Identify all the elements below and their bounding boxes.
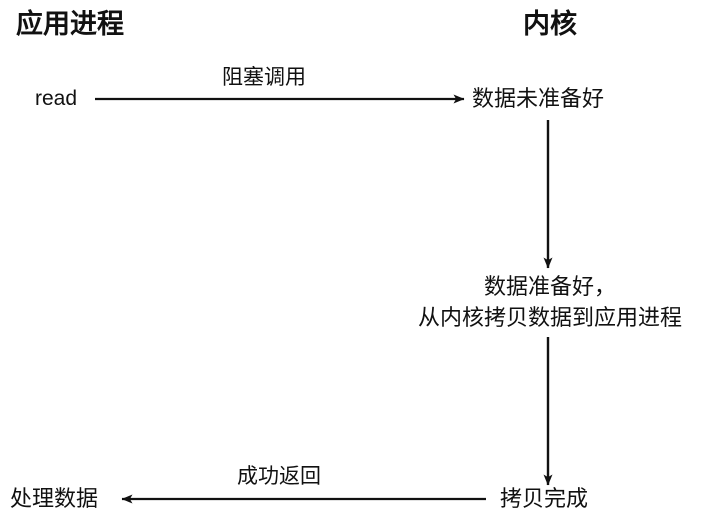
column-title-application-process: 应用进程 — [16, 9, 124, 39]
edge-label-success-return: 成功返回 — [237, 465, 321, 488]
column-title-kernel: 内核 — [523, 9, 577, 39]
node-copy-done: 拷贝完成 — [500, 486, 589, 511]
node-data-ready-line1: 数据准备好， — [483, 274, 617, 299]
node-process-data: 处理数据 — [10, 486, 99, 511]
node-data-not-ready: 数据未准备好 — [472, 86, 605, 111]
node-read-call: read — [35, 87, 78, 110]
node-data-ready-line2: 从内核拷贝数据到应用进程 — [417, 305, 683, 330]
edge-label-blocking-call: 阻塞调用 — [222, 66, 306, 89]
